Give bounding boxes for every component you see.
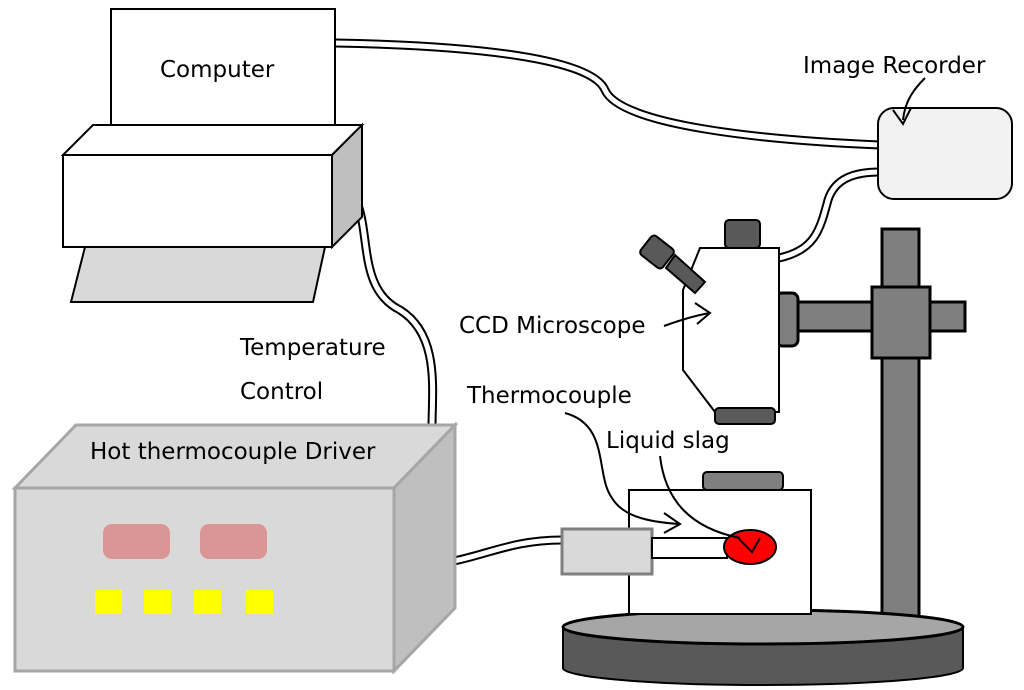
- label-computer: Computer: [160, 57, 275, 83]
- liquid-slag-pointer: [659, 455, 741, 539]
- label-driver: Hot thermocouple Driver: [90, 439, 376, 465]
- ccd-microscope: [639, 219, 780, 425]
- driver-buttons: [95, 590, 273, 614]
- image-recorder-pointer: [892, 77, 926, 126]
- stand-arm: [774, 285, 967, 360]
- computer-monitor: [110, 8, 336, 130]
- label-ccd-microscope: CCD Microscope: [459, 313, 646, 339]
- thermocouple-pointer: [564, 412, 682, 534]
- liquid-slag: [723, 529, 777, 565]
- cable-microscope-to-recorder: [777, 167, 881, 263]
- label-thermocouple: Thermocouple: [466, 383, 632, 409]
- cable-temperature-control: [353, 203, 438, 428]
- image-recorder-box: [877, 107, 1013, 200]
- label-control: Control: [240, 379, 323, 405]
- driver-display-2: [200, 524, 267, 559]
- stand-base: [561, 608, 965, 686]
- thermocouple-driver-box: [11, 421, 459, 675]
- label-image-recorder: Image Recorder: [803, 53, 986, 79]
- thermocouple: [560, 527, 728, 576]
- cable-computer-to-recorder: [330, 38, 885, 150]
- computer-base: [60, 122, 365, 303]
- label-temperature: Temperature: [239, 335, 386, 361]
- label-liquid-slag: Liquid slag: [606, 428, 730, 454]
- driver-display-1: [103, 524, 170, 559]
- ccd-microscope-pointer: [663, 302, 712, 327]
